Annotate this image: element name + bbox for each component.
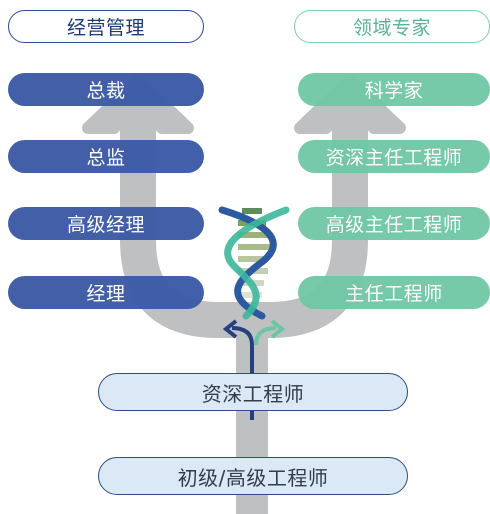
mgmt-level-senior-manager: 高级经理 — [8, 207, 204, 240]
management-track-header: 经营管理 — [8, 10, 204, 43]
mgmt-level-director: 总监 — [8, 140, 204, 173]
dna-helix-icon — [218, 206, 290, 320]
base-level-senior-engineer: 资深工程师 — [98, 373, 408, 411]
expert-level-senior-chief: 高级主任工程师 — [298, 207, 490, 240]
expert-level-chief: 主任工程师 — [298, 276, 490, 309]
expert-level-senior-principal: 资深主任工程师 — [298, 140, 490, 173]
mgmt-level-manager: 经理 — [8, 276, 204, 309]
expert-track-header: 领域专家 — [294, 10, 490, 43]
split-arrow-icon — [222, 319, 286, 420]
base-level-junior-engineer: 初级/高级工程师 — [98, 457, 408, 495]
mgmt-level-president: 总裁 — [8, 73, 204, 106]
expert-level-scientist: 科学家 — [298, 73, 490, 106]
